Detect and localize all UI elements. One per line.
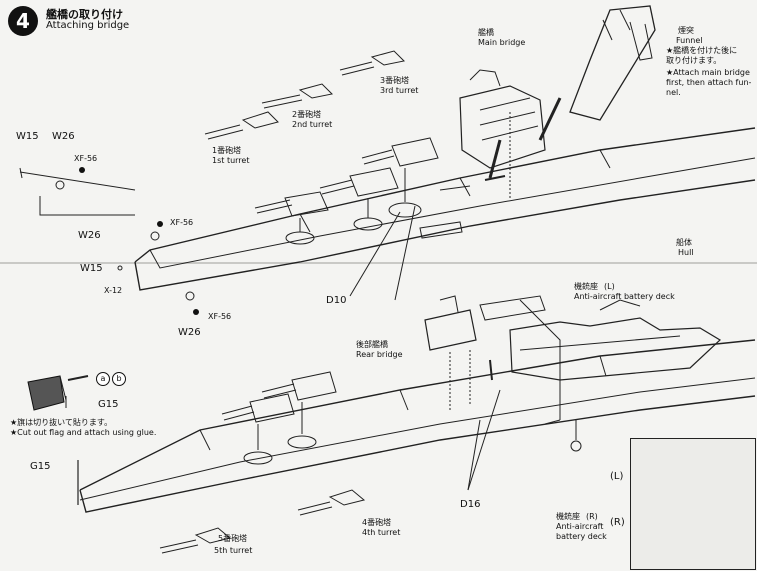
label-funnel-note-en1: ★Attach main bridge	[666, 68, 750, 77]
label-xf56-low: XF-56	[208, 312, 232, 321]
label-g15-mast: G15	[30, 461, 51, 472]
upper-small-parts	[19, 167, 471, 301]
upper-turret-1	[204, 111, 329, 245]
label-funnel-note-en3: nel.	[666, 88, 681, 97]
flag-part-b-marker: b	[112, 372, 126, 386]
lower-turret-4	[261, 371, 337, 449]
label-turret5-jp: 5番砲塔	[218, 534, 248, 543]
inset-detail-box	[630, 438, 756, 570]
label-aa-deck-r-en1: Anti-aircraft	[556, 522, 604, 531]
aa-deck-drawing	[479, 295, 721, 452]
label-w15-mid: W15	[80, 263, 103, 274]
main-bridge-drawing	[459, 69, 546, 200]
label-funnel-en: Funnel	[676, 36, 703, 45]
glue-markers	[79, 167, 199, 315]
label-aa-deck-jp: 機銃座	[574, 282, 598, 291]
flag-part-a-marker: a	[96, 372, 110, 386]
label-xf56-top: XF-56	[74, 154, 98, 163]
label-aa-deck-l: (L)	[604, 282, 615, 291]
lower-turret-5	[159, 393, 366, 554]
label-w15-top: W15	[16, 131, 39, 142]
label-d10: D10	[326, 295, 347, 306]
step-title-en: Attaching bridge	[46, 20, 130, 31]
label-xf56-mid: XF-56	[170, 218, 194, 227]
label-d16: D16	[460, 499, 481, 510]
label-funnel-note-jp1: ★艦橋を付けた後に	[666, 46, 738, 55]
upper-hull-drawing	[19, 127, 756, 291]
label-turret3-jp: 3番砲塔	[380, 76, 410, 85]
d10-pointer	[349, 211, 401, 297]
funnel-drawing	[538, 5, 656, 141]
label-w26-low: W26	[178, 327, 201, 338]
label-rear-bridge-en: Rear bridge	[356, 350, 403, 359]
d16-pointers	[467, 359, 501, 491]
upper-turret-2	[261, 83, 399, 231]
label-turret4-en: 4th turret	[362, 528, 401, 537]
label-turret3-en: 3rd turret	[380, 86, 419, 95]
label-flag-note-en: ★Cut out flag and attach using glue.	[10, 428, 157, 437]
label-turret4-jp: 4番砲塔	[362, 518, 392, 527]
label-x12: X-12	[104, 286, 123, 295]
page-fold-line	[0, 262, 757, 264]
step-title-jp: 艦橋の取り付け	[46, 8, 123, 21]
label-turret5-en: 5th turret	[214, 546, 253, 555]
label-aa-deck-r-en2: battery deck	[556, 532, 607, 541]
label-turret1-jp: 1番砲塔	[212, 146, 242, 155]
rear-bridge-drawing	[424, 295, 477, 410]
inset-label-l: (L)	[610, 471, 624, 482]
inset-label-r: (R)	[610, 517, 625, 528]
label-turret2-en: 2nd turret	[292, 120, 333, 129]
label-hull-en: Hull	[678, 248, 694, 257]
label-main-bridge-jp: 艦橋	[478, 28, 494, 37]
label-aa-deck-r-letter: (R)	[586, 512, 598, 521]
label-funnel-note-en2: first, then attach fun-	[666, 78, 752, 87]
flag-drawing	[27, 375, 89, 411]
step-number-badge: 4	[8, 6, 38, 36]
label-aa-deck-en: Anti-aircraft battery deck	[574, 292, 675, 301]
label-w26-mid: W26	[78, 230, 101, 241]
label-w26-top: W26	[52, 131, 75, 142]
label-turret2-jp: 2番砲塔	[292, 110, 322, 119]
label-funnel-jp: 煙突	[678, 26, 694, 35]
label-aa-deck-r-jp: 機銃座	[556, 512, 580, 521]
label-funnel-note-jp2: 取り付けます。	[666, 56, 722, 65]
label-turret1-en: 1st turret	[212, 156, 250, 165]
upper-turret-3	[339, 50, 439, 218]
label-hull-jp: 船体	[676, 238, 692, 247]
lower-hull-drawing	[77, 339, 756, 513]
label-main-bridge-en: Main bridge	[478, 38, 526, 47]
label-g15-flag: G15	[98, 399, 119, 410]
label-rear-bridge-jp: 後部艦橋	[356, 340, 388, 349]
label-flag-note-jp: ★旗は切り抜いて貼ります。	[10, 418, 113, 427]
